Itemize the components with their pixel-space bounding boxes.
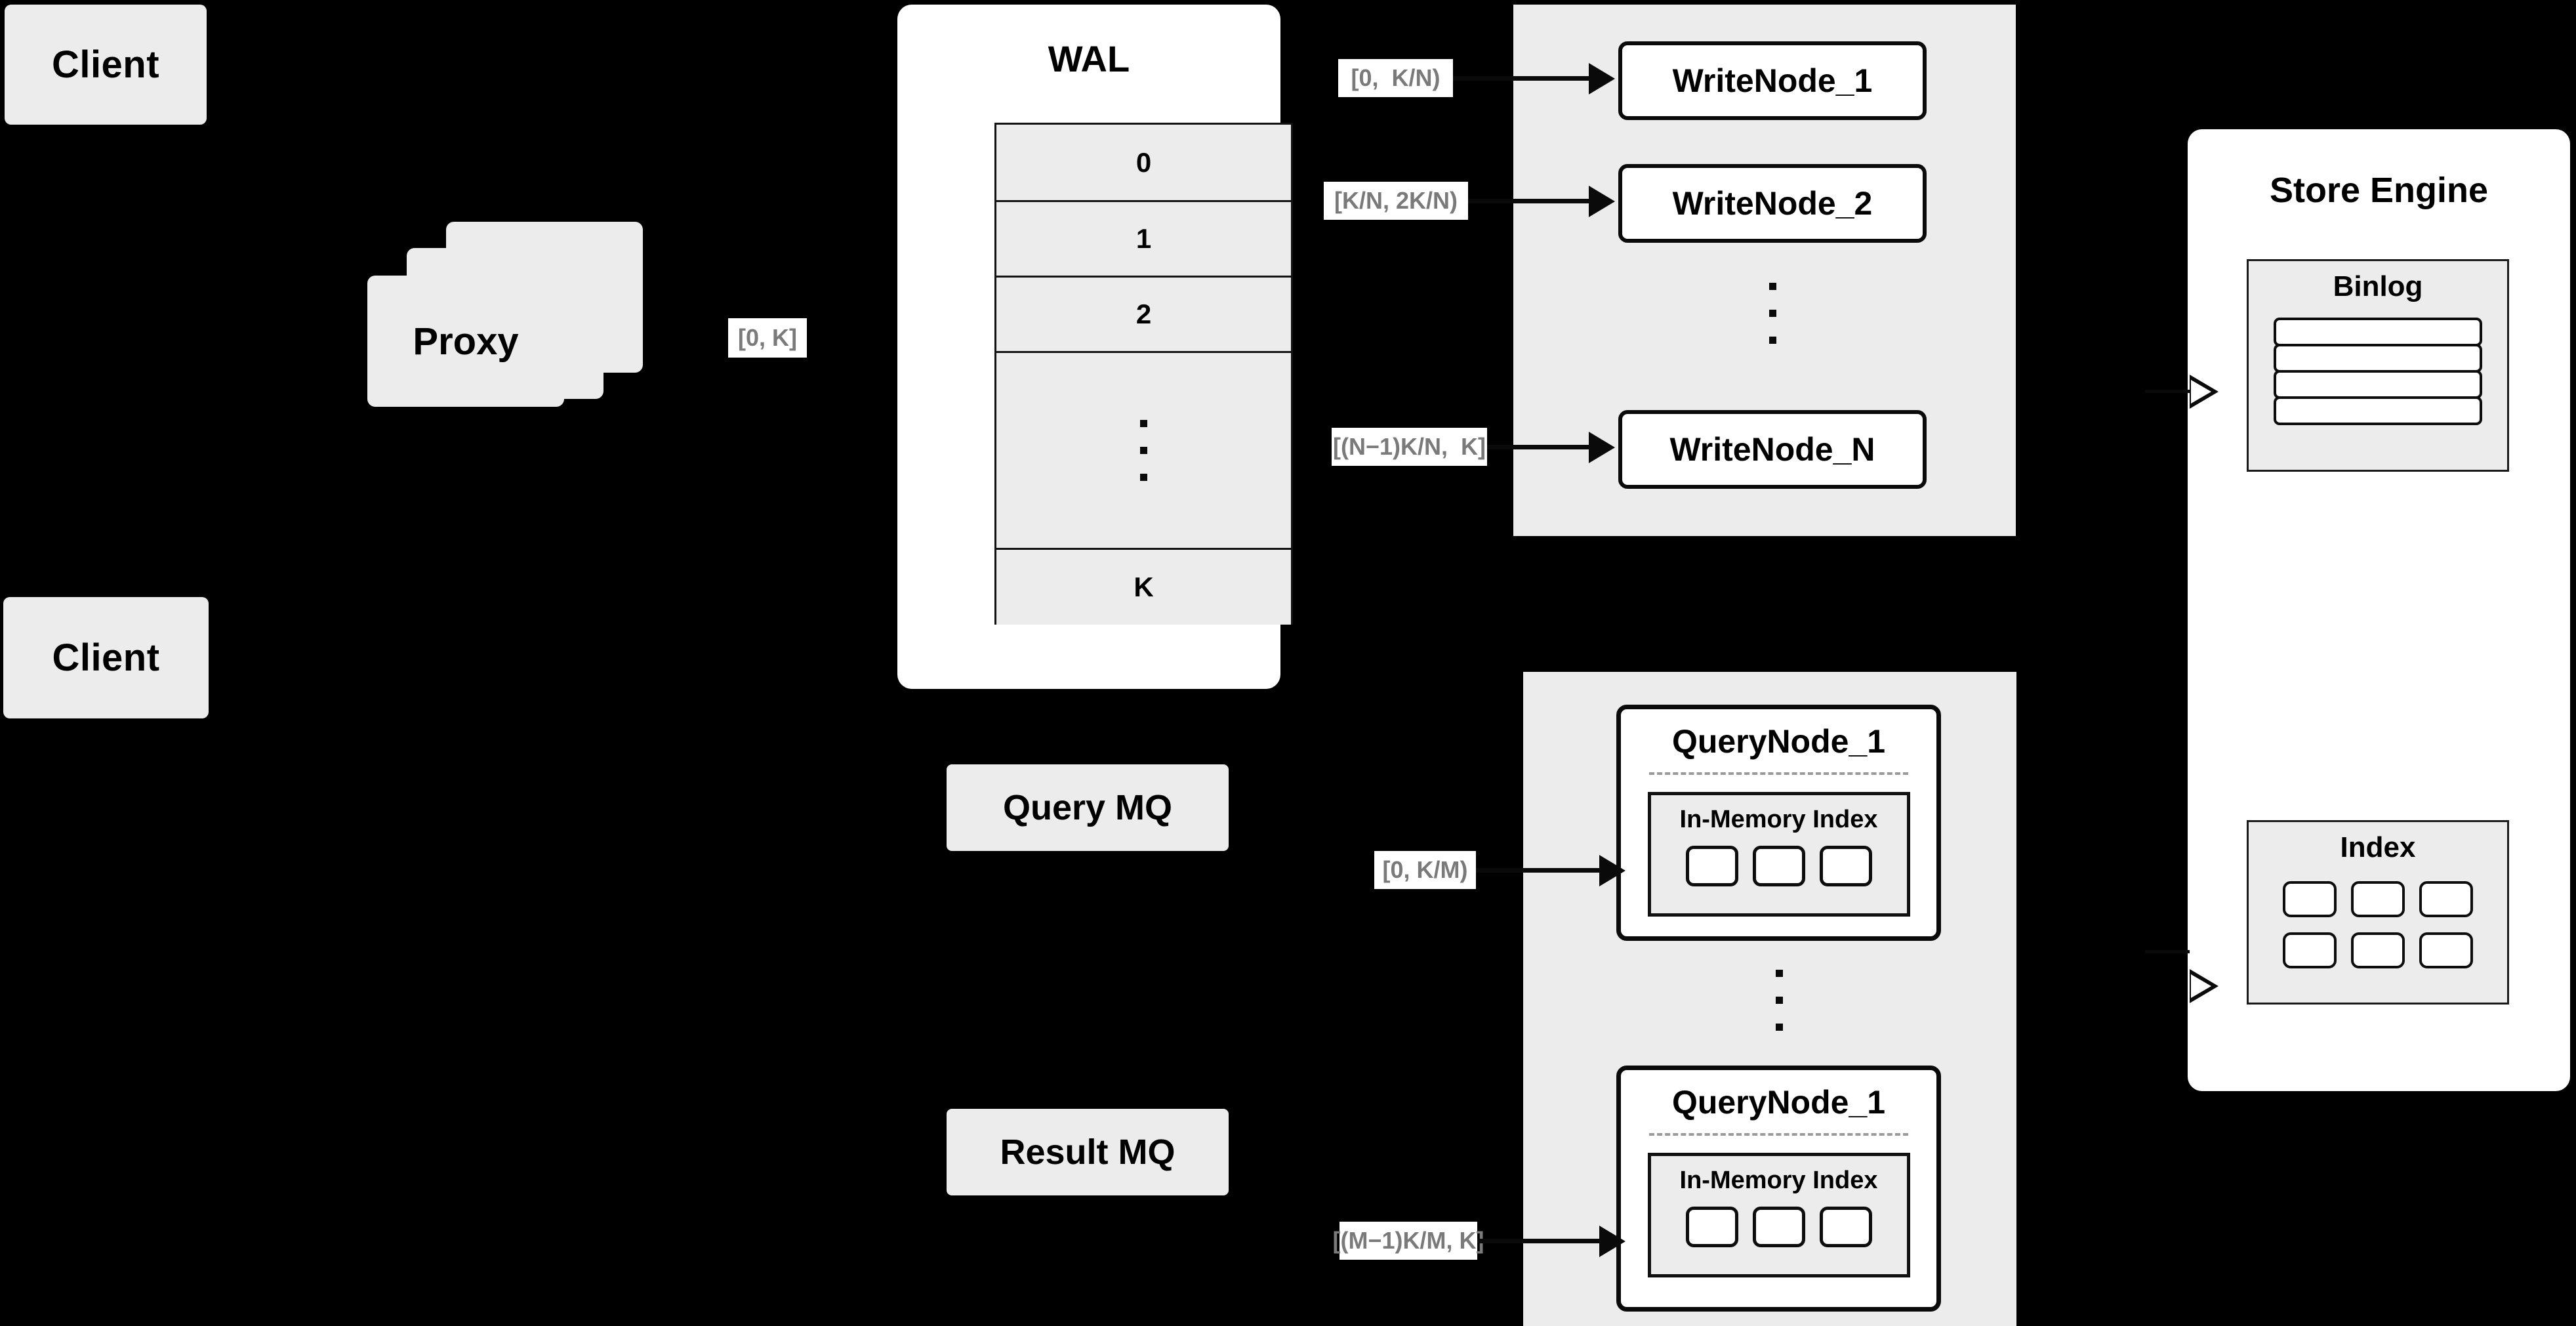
write-node-2-arrowhead [1589,186,1615,217]
index-cell [2283,932,2337,968]
in-memory-index-cell [1752,1207,1805,1247]
index-title: Index [2340,831,2416,863]
write-node-2-connector [1468,199,1589,203]
in-memory-index-cell [1685,1207,1738,1247]
in-memory-index-cell [1819,846,1872,886]
client-box-2[interactable]: Client [3,597,209,718]
query-group-ellipsis-icon [1763,954,1795,1046]
query-node-1-in-memory-index: In-Memory Index [1647,792,1910,917]
binlog-inbound-arrowhead [2190,375,2218,409]
write-node-1[interactable]: WriteNode_1 [1618,41,1927,120]
query-node-2-in-memory-index: In-Memory Index [1647,1153,1910,1277]
query-node-1[interactable]: QueryNode_1 In-Memory Index [1616,705,1941,941]
wal-row-ellipsis [996,353,1291,550]
client-label: Client [51,43,160,86]
proxy-range-label: [0, K] [728,318,807,358]
write-node-n-connector [1487,445,1589,449]
in-memory-index-cell [1819,1207,1872,1247]
in-memory-index-title: In-Memory Index [1679,1167,1878,1194]
write-node-n-range-label: [(N−1)K/N, K] [1332,428,1487,466]
query-node-1-range-label: [0, K/M) [1374,851,1476,889]
query-node-1-separator [1649,772,1908,775]
binlog-panel: Binlog [2247,259,2509,472]
wal-row: 1 [996,202,1291,278]
index-cell [2419,932,2473,968]
proxy-card-front[interactable]: Proxy [367,276,564,407]
binlog-row [2274,318,2482,346]
write-node-1-arrowhead [1589,63,1615,94]
in-memory-index-cell [1685,846,1738,886]
index-cell [2283,881,2337,917]
query-node-2-connector [1477,1239,1599,1243]
query-node-2[interactable]: QueryNode_1 In-Memory Index [1616,1066,1941,1312]
write-group-ellipsis-icon [1756,274,1789,352]
store-engine-panel: Store Engine Binlog Index [2188,129,2570,1091]
binlog-title: Binlog [2333,270,2423,302]
query-node-1-connector [1476,868,1599,873]
write-node-2[interactable]: WriteNode_2 [1618,164,1927,243]
query-node-1-arrowhead [1599,855,1625,886]
query-node-group-panel: QueryNode_1 In-Memory Index QueryNode_1 … [1523,672,2016,1326]
in-memory-index-title: In-Memory Index [1679,806,1878,833]
in-memory-index-cell [1752,846,1805,886]
wal-row: 0 [996,125,1291,202]
wal-table: 0 1 2 K [994,123,1293,625]
write-node-2-range-label: [K/N, 2K/N) [1324,182,1468,220]
query-node-2-range-label: [(M−1)K/M, K] [1333,1222,1484,1260]
wal-title: WAL [1048,38,1130,79]
query-node-1-title: QueryNode_1 [1671,723,1886,760]
index-inbound-connector [2145,950,2190,953]
binlog-row [2274,344,2482,373]
index-cell [2351,881,2405,917]
write-node-n[interactable]: WriteNode_N [1618,410,1927,489]
write-node-n-arrowhead [1589,432,1615,463]
binlog-inbound-connector [2145,390,2190,393]
index-inbound-arrowhead [2190,969,2218,1003]
vertical-ellipsis-icon [1140,420,1147,481]
query-node-2-separator [1649,1133,1908,1136]
proxy-stack[interactable]: Proxy [367,210,682,440]
proxy-label: Proxy [413,320,519,363]
index-cell [2351,932,2405,968]
index-panel: Index [2247,820,2509,1005]
binlog-row [2274,396,2482,425]
query-node-2-title: QueryNode_1 [1671,1084,1886,1121]
result-mq-box[interactable]: Result MQ [947,1109,1229,1195]
binlog-row [2274,370,2482,399]
write-node-1-range-label: [0, K/N) [1338,59,1453,97]
wal-row: 2 [996,278,1291,353]
query-mq-box[interactable]: Query MQ [947,764,1229,851]
wal-row: K [996,550,1291,625]
client-box-1[interactable]: Client [5,5,207,125]
wal-panel: WAL 0 1 2 K [897,5,1293,689]
index-cell [2419,881,2473,917]
client-label: Client [52,636,160,679]
store-engine-title: Store Engine [2269,171,2489,210]
write-node-1-connector [1453,76,1589,81]
query-node-2-arrowhead [1599,1226,1625,1257]
